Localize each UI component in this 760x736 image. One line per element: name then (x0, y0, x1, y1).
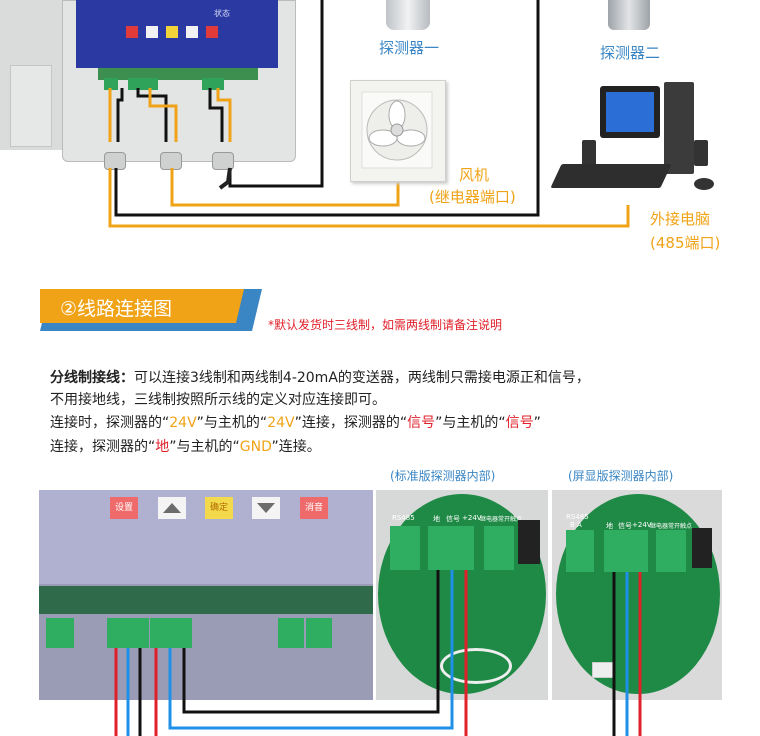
panel-status-label: 状态 (214, 9, 230, 18)
panel-button-yellow (166, 26, 178, 38)
v24-host: 24V (267, 415, 295, 431)
pc-port-label: (485端口) (650, 234, 721, 252)
line4-b: ”与主机的“ (169, 439, 240, 455)
pc-screen (606, 92, 654, 132)
caption-display: (屏显版探测器内部) (568, 469, 674, 483)
display-ba-label: B A (570, 521, 582, 529)
standard-terminal-1 (390, 526, 420, 570)
standard-terminal-2 (428, 526, 474, 570)
description-line-1: 分线制接线：可以连接3线制和两线制4-20mA的变送器，两线制只需接电源正和信号… (50, 367, 590, 387)
standard-terminal-3 (484, 526, 514, 570)
line4-a: 连接，探测器的“ (50, 439, 156, 455)
host-terminal-2 (107, 618, 149, 648)
cable-gland-3 (212, 152, 234, 170)
v24-detector: 24V (169, 415, 197, 431)
host-set-button: 设置 (110, 497, 138, 519)
line3-c: ”连接，探测器的“ (294, 415, 408, 431)
bold-lead: 分线制接线： (50, 370, 134, 386)
pc-mouse (694, 178, 714, 190)
fan-icon (361, 91, 433, 169)
host-pcb-strip (39, 586, 373, 614)
fan-port-label: (继电器端口) (429, 188, 516, 206)
line1-text: 可以连接3线制和两线制4-20mA的变送器，两线制只需接电源正和信号， (134, 370, 590, 386)
pc-label: 外接电脑 (650, 210, 711, 228)
panel-button-white-1 (146, 26, 158, 38)
signal-detector: 信号 (407, 415, 436, 431)
standard-relay-label: 继电器常开触点 (480, 516, 523, 523)
line4-c: ”连接。 (271, 439, 321, 455)
host-terminal-5 (306, 618, 332, 648)
caption-standard: (标准版探测器内部) (390, 469, 496, 483)
detector-two-image (608, 0, 650, 30)
display-rs485-label: RS485 (566, 513, 589, 521)
standard-24v-label: +24V (462, 514, 482, 522)
display-board-pcb (556, 494, 720, 694)
display-terminal-1 (566, 530, 594, 572)
display-24v-label: +24V (632, 521, 652, 529)
terminal-strip (98, 68, 258, 80)
display-terminal-2 (604, 530, 648, 572)
standard-cable (440, 648, 512, 684)
top-wiring (108, 0, 630, 228)
section-title: ②线路连接图 (60, 298, 173, 320)
display-signal-label: 信号 (618, 522, 632, 530)
line3-a: 连接时，探测器的“ (50, 415, 170, 431)
panel-button-white-2 (186, 26, 198, 38)
standard-relay-block (518, 520, 540, 564)
standard-signal-label: 信号 (446, 515, 460, 523)
section-title-banner (40, 289, 262, 331)
host-mute-button: 消音 (300, 497, 328, 519)
ground-detector: 地 (155, 439, 170, 455)
standard-rs485-label: RS485 (392, 514, 415, 522)
pc-tower (664, 82, 694, 174)
panel-button-red-2 (206, 26, 218, 38)
detector-one-label: 探测器一 (379, 39, 440, 57)
down-arrow-icon (257, 503, 275, 513)
host-terminal-1 (46, 618, 74, 648)
terminal-block-3 (202, 78, 224, 90)
display-terminal-3 (656, 530, 686, 572)
host-confirm-button: 确定 (205, 497, 233, 519)
line3-b: ”与主机的“ (196, 415, 268, 431)
detector-two-label: 探测器二 (600, 44, 661, 62)
display-relay-block (692, 528, 712, 568)
fan-label: 风机 (459, 166, 490, 184)
terminal-block-1 (104, 78, 118, 90)
display-ground-label: 地 (606, 522, 613, 530)
pc-speaker-right (694, 140, 708, 166)
description-line-2: 不用接地线，三线制按照所示线的定义对应连接即可。 (50, 392, 386, 408)
host-terminal-3 (150, 618, 192, 648)
description-line-3: 连接时，探测器的“24V”与主机的“24V”连接，探测器的“信号”与主机的“信号… (50, 412, 541, 432)
signal-host: 信号 (505, 415, 534, 431)
standard-ground-label: 地 (433, 515, 440, 523)
terminal-block-2 (128, 78, 158, 90)
controller-door-panel (10, 65, 52, 147)
up-arrow-icon (163, 503, 181, 513)
description-line-4: 连接，探测器的“地”与主机的“GND”连接。 (50, 436, 321, 456)
gnd-host: GND (239, 439, 272, 455)
section-note: *默认发货时三线制，如需两线制请备注说明 (268, 318, 503, 332)
line3-d: ”与主机的“ (435, 415, 506, 431)
line3-e: ” (533, 415, 541, 431)
pc-speaker-left (582, 140, 596, 166)
host-terminal-4 (278, 618, 304, 648)
detector-one-image (386, 0, 430, 30)
panel-button-red-1 (126, 26, 138, 38)
display-relay-label: 继电器常开触点 (650, 523, 693, 530)
